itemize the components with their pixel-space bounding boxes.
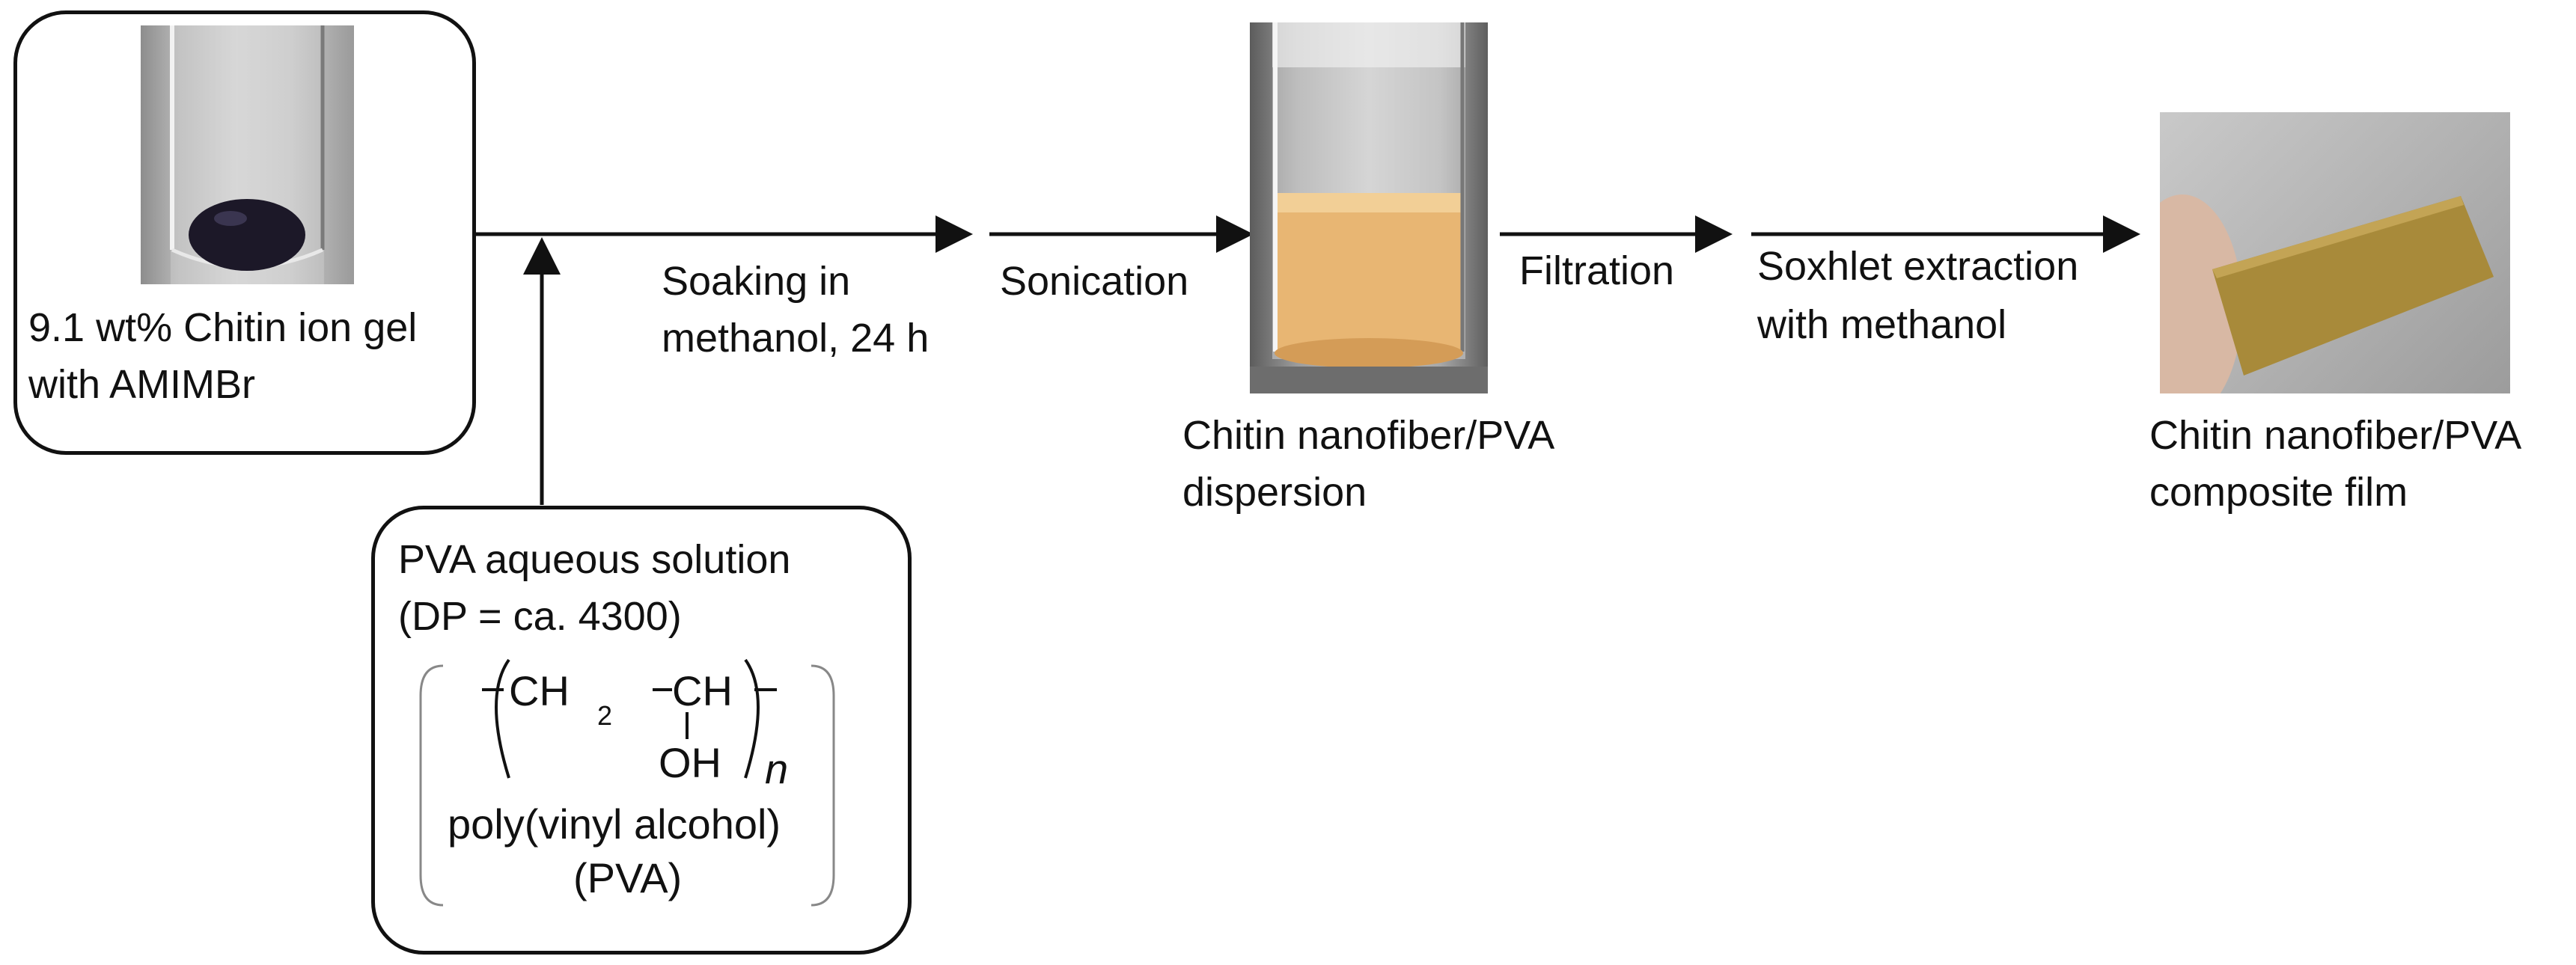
pva-solution-box xyxy=(371,506,912,955)
dispersion-label-line2: dispersion xyxy=(1182,470,1367,515)
finger xyxy=(2160,194,2242,393)
gel-drop xyxy=(189,199,305,271)
ion-gel-label-line2: with AMIMBr xyxy=(28,362,256,407)
step-sonication: Sonication xyxy=(1000,259,1189,304)
composite-film-photo xyxy=(2160,112,2510,393)
pva-polymer-abbrev: (PVA) xyxy=(573,854,683,901)
pva-polymer-name: poly(vinyl alcohol) xyxy=(448,800,781,848)
dispersion-label-line1: Chitin nanofiber/PVA xyxy=(1182,413,1555,458)
dispersion-liquid xyxy=(1275,193,1462,352)
step-soxhlet-line1: Soxhlet extraction xyxy=(1757,244,2079,289)
ion-gel-photo xyxy=(141,25,354,284)
pva-structure-brackets xyxy=(419,658,835,907)
pva-oh-substituent: OH xyxy=(659,739,721,786)
step-soxhlet-line2: with methanol xyxy=(1757,302,2007,347)
pva-ch2-subscript: 2 xyxy=(597,700,613,731)
film-strip xyxy=(2212,196,2494,376)
pva-repeat-index: n xyxy=(765,745,789,792)
step-soaking-line2: methanol, 24 h xyxy=(662,316,930,361)
pva-ch-group: CH xyxy=(672,667,733,714)
pva-solution-label-line2: (DP = ca. 4300) xyxy=(398,594,682,639)
step-soaking-line1: Soaking in xyxy=(662,259,851,304)
pva-ch2-group: CH xyxy=(509,667,570,714)
pva-solution-label-line1: PVA aqueous solution xyxy=(398,537,791,582)
ion-gel-label-line1: 9.1 wt% Chitin ion gel xyxy=(28,305,418,350)
film-label-line2: composite film xyxy=(2149,470,2408,515)
film-label-line1: Chitin nanofiber/PVA xyxy=(2149,413,2522,458)
step-filtration: Filtration xyxy=(1519,248,1675,293)
dispersion-photo xyxy=(1250,22,1488,393)
